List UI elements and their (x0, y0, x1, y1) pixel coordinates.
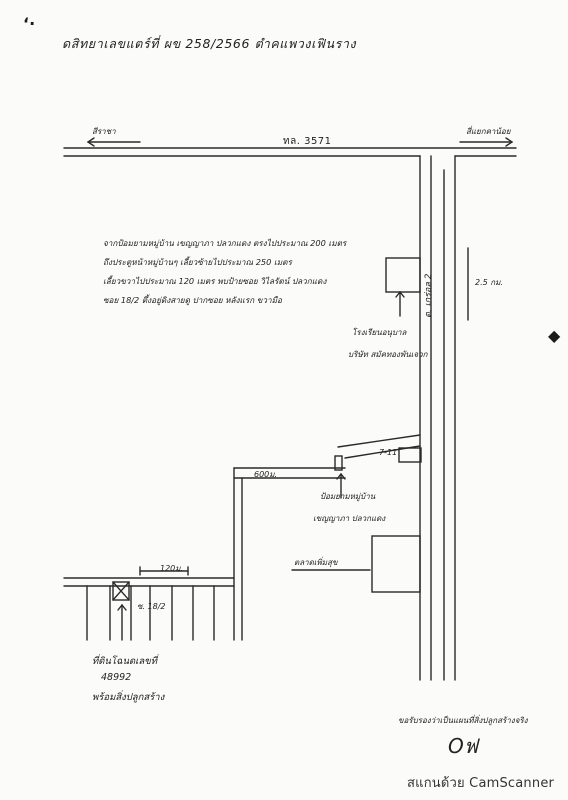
seven-eleven-label: 7-11 (379, 448, 398, 457)
side-road-label: ต. เกร่อล 2 (424, 273, 434, 318)
direction-right-label: สี่แยกคาน้อย (466, 127, 511, 136)
directions-paragraph: จากป้อมยามหมู่บ้าน เขญญาภา ปลวกแดง ตรงไป… (103, 234, 403, 310)
distance-120-label: 120ม. (160, 564, 184, 573)
market-label: ตลาดเพิ่มสุข (294, 558, 338, 567)
document-title: ดสิทยาเลขแตร์ที่ ผข 258/2566 ตำคแพวงเฟิน… (62, 36, 357, 51)
factory-label-2: บริษัท สมัคทองพันเจวก (348, 350, 428, 359)
directions-line-1: จากป้อมยามหมู่บ้าน เขญญาภา ปลวกแดง ตรงไป… (103, 238, 347, 248)
signature: Oฟ (448, 734, 478, 758)
target-label-1: ที่ดินโฉนดเลขที่ (92, 656, 157, 667)
factory-box (385, 257, 421, 293)
market-box (371, 535, 421, 593)
highway-label: ทล. 3571 (283, 136, 332, 147)
distance-right-label: 2.5 กม. (475, 278, 503, 287)
corner-mark: ʻ· (23, 14, 36, 33)
directions-line-4: ซอย 18/2 ตึ้งอยู่ดิงสายดู ปากซอย หลังแรก… (103, 295, 282, 305)
seven-eleven-box (398, 447, 422, 463)
directions-line-2: ถึงประตูหน้าหมู่บ้านๆ เลี้ยวซ้ายไปประมาณ… (103, 257, 292, 267)
edge-mark: ◆ (548, 326, 561, 345)
certify-text: ขอรับรองว่าเป็นแผนที่สิ่งปลูกสร้างจริง (398, 716, 528, 725)
scanner-watermark: สแกนด้วย CamScanner (407, 776, 555, 791)
village-road-top (337, 434, 421, 448)
distance-600-label: 600ม. (254, 470, 278, 479)
guard-post-box (334, 455, 343, 471)
directions-line-3: เลี้ยวขวาไปประมาณ 120 เมตร พบป้ายซอย วิไ… (103, 276, 327, 286)
direction-left-label: สีราชา (92, 127, 116, 136)
guard-post-label-2: เขญญาภา ปลวกแดง (313, 514, 386, 523)
target-label-2: 48992 (101, 672, 132, 683)
factory-label-1: โรงเรียนอนุบาล (352, 328, 407, 337)
target-plot-box (112, 581, 130, 601)
target-label-3: พร้อมสิ่งปลูกสร้าง (92, 692, 165, 703)
guard-post-label-1: ป้อมยามหมู่บ้าน (320, 492, 376, 501)
soi-label: ซ. 18/2 (137, 602, 166, 611)
